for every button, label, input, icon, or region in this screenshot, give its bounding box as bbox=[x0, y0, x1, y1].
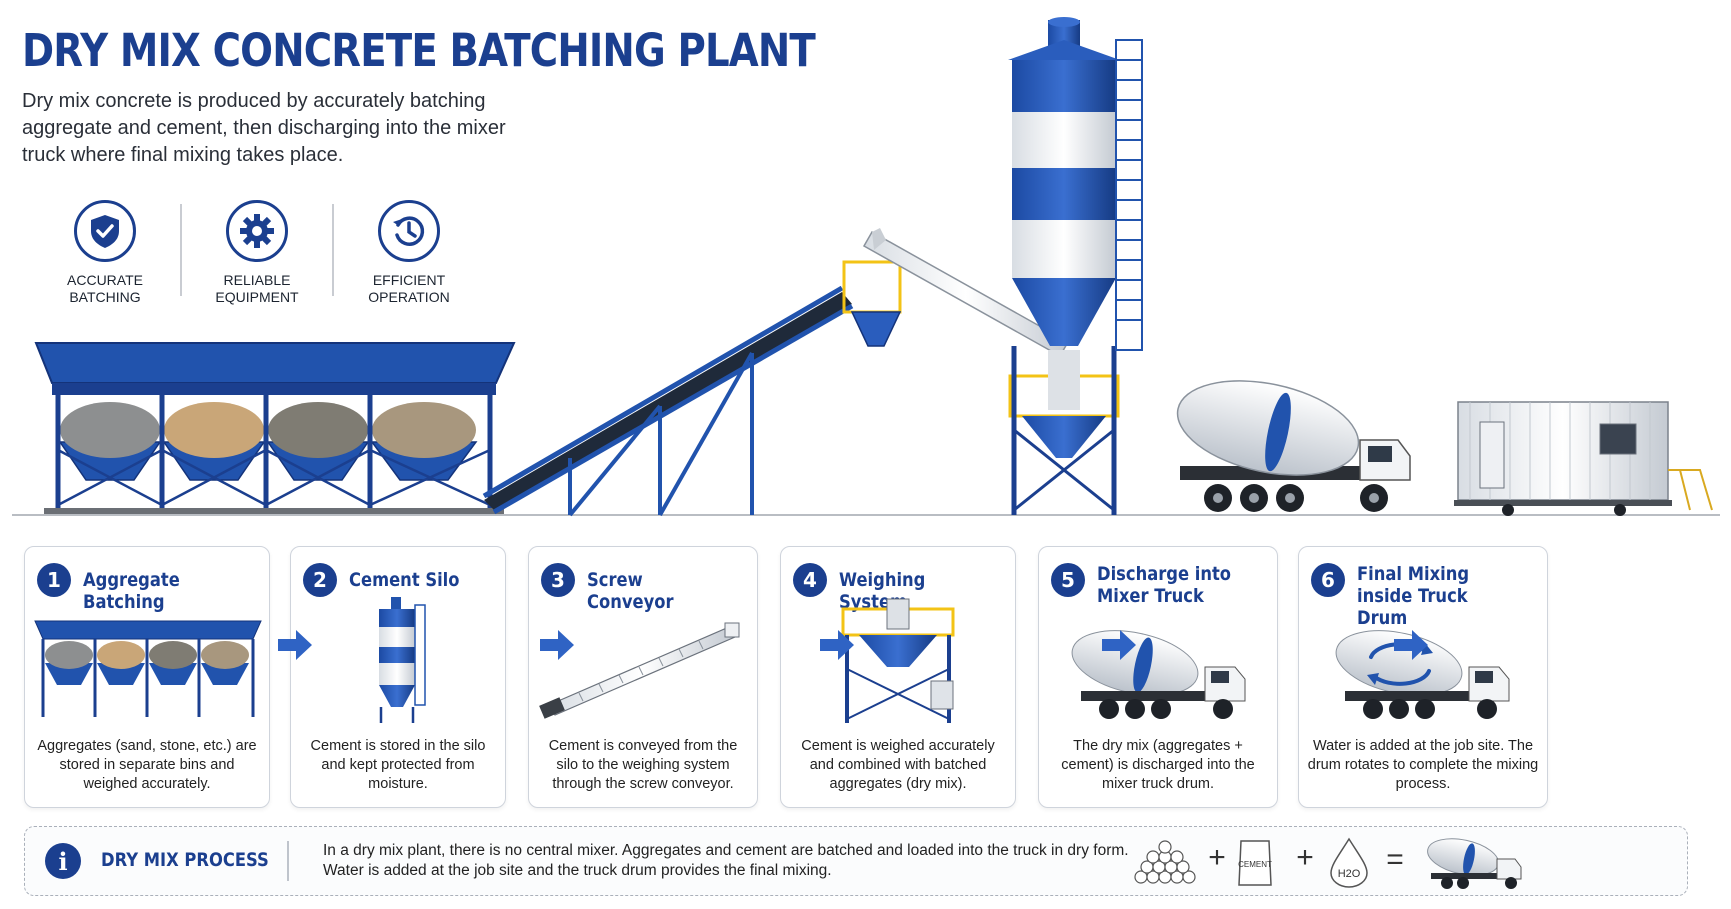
step-number: 6 bbox=[1311, 563, 1345, 597]
equals-sign: = bbox=[1386, 843, 1404, 876]
step-card-5: 5 Discharge into Mixer Truck The dry mix… bbox=[1038, 546, 1278, 808]
clock-refresh-icon bbox=[378, 200, 440, 262]
feature-divider bbox=[180, 204, 182, 296]
weighing-system-illustration bbox=[841, 598, 955, 723]
step-card-2: 2 Cement Silo Cement is stored in the si… bbox=[290, 546, 506, 808]
step-title: Discharge into Mixer Truck bbox=[1097, 563, 1232, 607]
step-card-1: 1 Aggregate Batching Aggregates (sand, s… bbox=[24, 546, 270, 808]
plant-illustration bbox=[12, 17, 1720, 517]
step-number: 3 bbox=[541, 563, 575, 597]
screw-conveyor-illustration bbox=[539, 622, 740, 719]
process-divider bbox=[287, 841, 289, 881]
cement-silo-illustration bbox=[379, 597, 426, 723]
step-number: 4 bbox=[793, 563, 827, 597]
dry-mix-process-note: i DRY MIX PROCESS In a dry mix plant, th… bbox=[24, 826, 1688, 896]
step-number: 2 bbox=[303, 563, 337, 597]
intro-text: Dry mix concrete is produced by accurate… bbox=[22, 90, 506, 166]
process-text: In a dry mix plant, there is no central … bbox=[323, 842, 1129, 879]
cement-bag-label: CEMENT bbox=[1238, 860, 1272, 869]
feature-accurate-batching: Accurate Batching bbox=[30, 200, 180, 310]
cement-silo bbox=[1008, 17, 1143, 515]
process-label: DRY MIX PROCESS bbox=[101, 849, 269, 871]
plus-sign: + bbox=[1208, 841, 1226, 874]
aggregate-piles bbox=[60, 402, 476, 458]
mixer-truck-illustration bbox=[1071, 630, 1246, 719]
water-label: H2O bbox=[1338, 868, 1361, 880]
aggregate-bins-illustration bbox=[34, 620, 262, 717]
feature-label: Efficient Operation bbox=[368, 272, 450, 305]
process-steps: 1 Aggregate Batching Aggregates (sand, s… bbox=[24, 546, 1684, 808]
step-number: 5 bbox=[1051, 563, 1085, 597]
step-title: Final Mixing inside Truck Drum bbox=[1357, 563, 1470, 629]
feature-divider bbox=[332, 204, 334, 296]
step-description: Cement is conveyed from the silo to the … bbox=[548, 738, 738, 792]
step-card-4: 4 Weighing System Cement is weighed accu… bbox=[780, 546, 1016, 808]
step-number: 1 bbox=[37, 563, 71, 597]
step-description: Water is added at the job site. The drum… bbox=[1307, 738, 1539, 792]
feature-reliable-equipment: Reliable Equipment bbox=[182, 200, 332, 310]
mixer-truck bbox=[1176, 380, 1411, 512]
step-description: Cement is stored in the silo and kept pr… bbox=[310, 738, 486, 792]
step-title: Screw Conveyor bbox=[587, 569, 674, 613]
office-container bbox=[1454, 401, 1713, 516]
step-description: Aggregates (sand, stone, etc.) are store… bbox=[37, 738, 257, 792]
arrow-right-icon bbox=[820, 630, 854, 660]
step-title: Aggregate Batching bbox=[83, 569, 180, 613]
plus-sign: + bbox=[1296, 841, 1314, 874]
aggregate-bins bbox=[34, 342, 516, 514]
step-description: Cement is weighed accurately and combine… bbox=[801, 738, 995, 792]
step-description: The dry mix (aggregates + cement) is dis… bbox=[1061, 738, 1255, 792]
feature-list: Accurate Batching Reliable Equipment Eff… bbox=[30, 200, 484, 310]
arrow-right-icon bbox=[278, 630, 312, 660]
belt-conveyor bbox=[482, 285, 854, 517]
page-title: DRY MIX CONCRETE BATCHING PLANT bbox=[22, 24, 816, 77]
arrow-right-icon bbox=[540, 630, 574, 660]
cement-bag-icon: CEMENT bbox=[1238, 840, 1272, 886]
mixer-truck-icon bbox=[1427, 838, 1522, 889]
arrow-right-icon bbox=[1394, 630, 1428, 660]
step-title: Cement Silo bbox=[349, 569, 460, 591]
dry-mix-equation: + CEMENT + H2O = bbox=[1134, 837, 1522, 889]
arrow-right-icon bbox=[1102, 630, 1136, 660]
aggregate-pile-icon bbox=[1134, 840, 1196, 884]
gear-icon bbox=[226, 200, 288, 262]
feature-label: Reliable Equipment bbox=[215, 272, 299, 305]
feature-efficient-operation: Efficient Operation bbox=[334, 200, 484, 310]
transfer-hopper bbox=[842, 260, 902, 347]
feature-label: Accurate Batching bbox=[67, 272, 143, 305]
info-icon: i bbox=[45, 843, 81, 879]
step-card-6: 6 Final Mixing inside Truck Drum Water i… bbox=[1298, 546, 1548, 808]
shield-check-icon bbox=[74, 200, 136, 262]
water-drop-icon: H2O bbox=[1330, 837, 1368, 888]
step-card-3: 3 Screw Conveyor Cement is conveyed from… bbox=[528, 546, 758, 808]
